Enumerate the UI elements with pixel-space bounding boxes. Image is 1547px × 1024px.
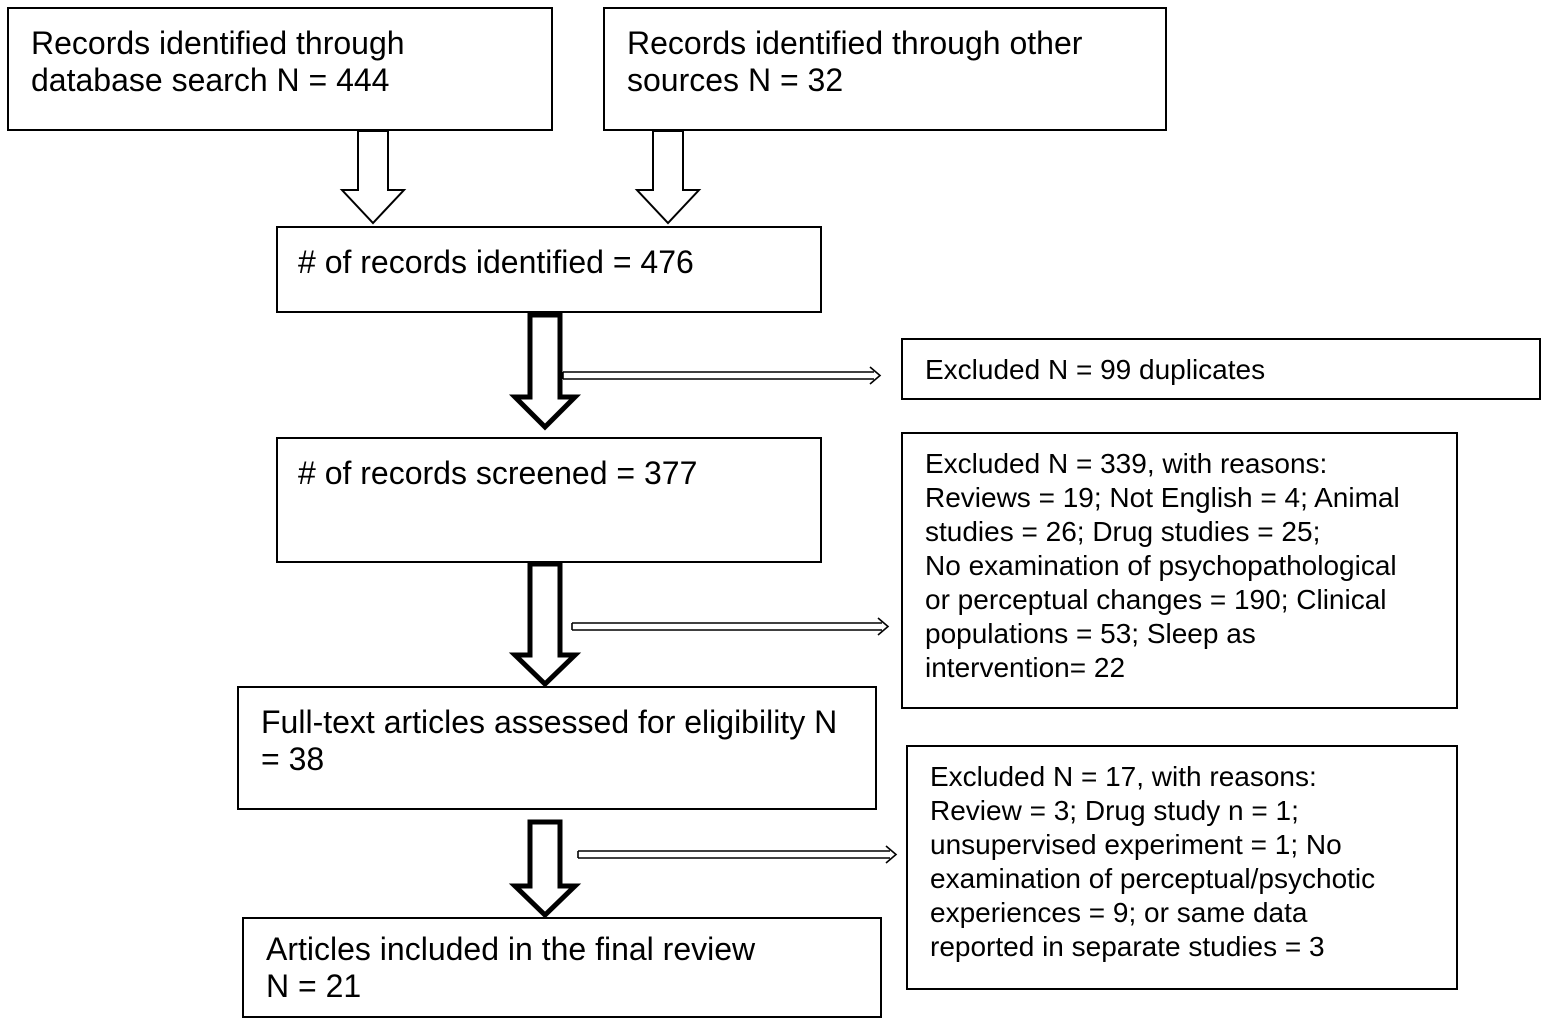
arrow-fulltext-to-included	[508, 819, 582, 919]
arrow-to-excluded-duplicates	[562, 366, 882, 385]
records-database-box: Records identified through database sear…	[7, 7, 553, 131]
arrow-to-excluded-fulltext	[577, 845, 898, 864]
excluded-fulltext-box: Excluded N = 17, with reasons: Review = …	[906, 745, 1458, 990]
records-identified-box: # of records identified = 476	[276, 226, 822, 313]
arrow-screened-to-fulltext	[508, 561, 582, 688]
records-screened-box: # of records screened = 377	[276, 437, 822, 563]
arrow-to-excluded-screening	[571, 617, 890, 636]
fulltext-assessed-box: Full-text articles assessed for eligibil…	[237, 686, 877, 810]
excluded-screening-box: Excluded N = 339, with reasons: Reviews …	[901, 432, 1458, 709]
arrow-other-to-identified	[634, 130, 702, 225]
records-other-box: Records identified through other sources…	[603, 7, 1167, 131]
excluded-duplicates-box: Excluded N = 99 duplicates	[901, 338, 1541, 400]
included-final-box: Articles included in the final review N …	[242, 917, 882, 1018]
arrow-identified-to-screened	[508, 312, 582, 431]
arrow-database-to-identified	[339, 130, 407, 225]
